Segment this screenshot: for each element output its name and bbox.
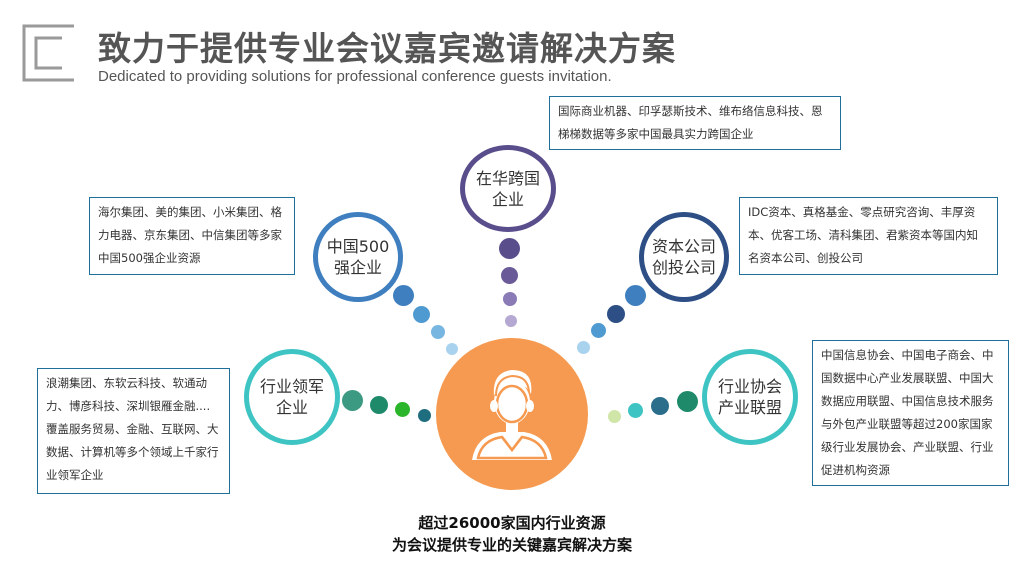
associations-desc-box: 中国信息协会、中国电子商会、中国数据中心产业发展联盟、中国大数据应用联盟、中国信… xyxy=(812,340,1009,486)
fortune500-desc-box: 海尔集团、美的集团、小米集团、格力电器、京东集团、中信集团等多家中国500强企业… xyxy=(89,197,295,275)
connector-dot xyxy=(608,410,621,423)
connector-dot xyxy=(342,390,363,411)
center-circle xyxy=(436,338,588,490)
node-capital-label: 资本公司 创投公司 xyxy=(651,237,716,277)
connector-dot xyxy=(395,402,410,417)
connector-dot xyxy=(418,409,431,422)
connector-dot xyxy=(628,403,643,418)
connector-dot xyxy=(677,391,698,412)
connector-dot xyxy=(431,325,445,339)
connector-dot xyxy=(591,323,606,338)
node-fortune500-label: 中国500 强企业 xyxy=(326,237,390,277)
connector-dot xyxy=(651,397,669,415)
connector-dot xyxy=(577,341,590,354)
node-associations: 行业协会 产业联盟 xyxy=(702,349,798,445)
page-subtitle: Dedicated to providing solutions for pro… xyxy=(98,68,612,85)
node-leaders-label: 行业领军 企业 xyxy=(259,377,324,417)
connector-dot xyxy=(413,306,430,323)
page-title: 致力于提供专业会议嘉宾邀请解决方案 xyxy=(98,29,676,68)
capital-desc-box: IDC资本、真格基金、零点研究咨询、丰厚资本、优客工场、清科集团、君紫资本等国内… xyxy=(739,197,998,275)
multinational-desc-box: 国际商业机器、印孚瑟斯技术、维布络信息科技、恩梯梯数据等多家中国最具实力跨国企业 xyxy=(549,96,841,150)
node-associations-label: 行业协会 产业联盟 xyxy=(717,377,782,417)
connector-dot xyxy=(607,305,625,323)
footer-text: 超过26000家国内行业资源 为会议提供专业的关键嘉宾解决方案 xyxy=(312,512,712,556)
node-leaders: 行业领军 企业 xyxy=(244,349,340,445)
connector-dot xyxy=(499,238,520,259)
connector-dot xyxy=(446,343,458,355)
logo-bracket-icon xyxy=(22,24,74,82)
footer-line1: 超过26000家国内行业资源 xyxy=(418,514,606,532)
connector-dot xyxy=(505,315,517,327)
connector-dot xyxy=(625,285,646,306)
node-multinational: 在华跨国 企业 xyxy=(460,145,556,232)
person-icon xyxy=(472,370,552,460)
leaders-desc-box: 浪潮集团、东软云科技、软通动力、博彦科技、深圳银雁金融....覆盖服务贸易、金融… xyxy=(37,368,230,494)
footer-line2: 为会议提供专业的关键嘉宾解决方案 xyxy=(391,536,632,554)
connector-dot xyxy=(503,292,517,306)
connector-dot xyxy=(370,396,388,414)
node-multinational-label: 在华跨国 企业 xyxy=(475,168,540,209)
connector-dot xyxy=(393,285,414,306)
connector-dot xyxy=(501,267,518,284)
node-fortune500: 中国500 强企业 xyxy=(313,212,403,302)
node-capital: 资本公司 创投公司 xyxy=(639,212,729,302)
